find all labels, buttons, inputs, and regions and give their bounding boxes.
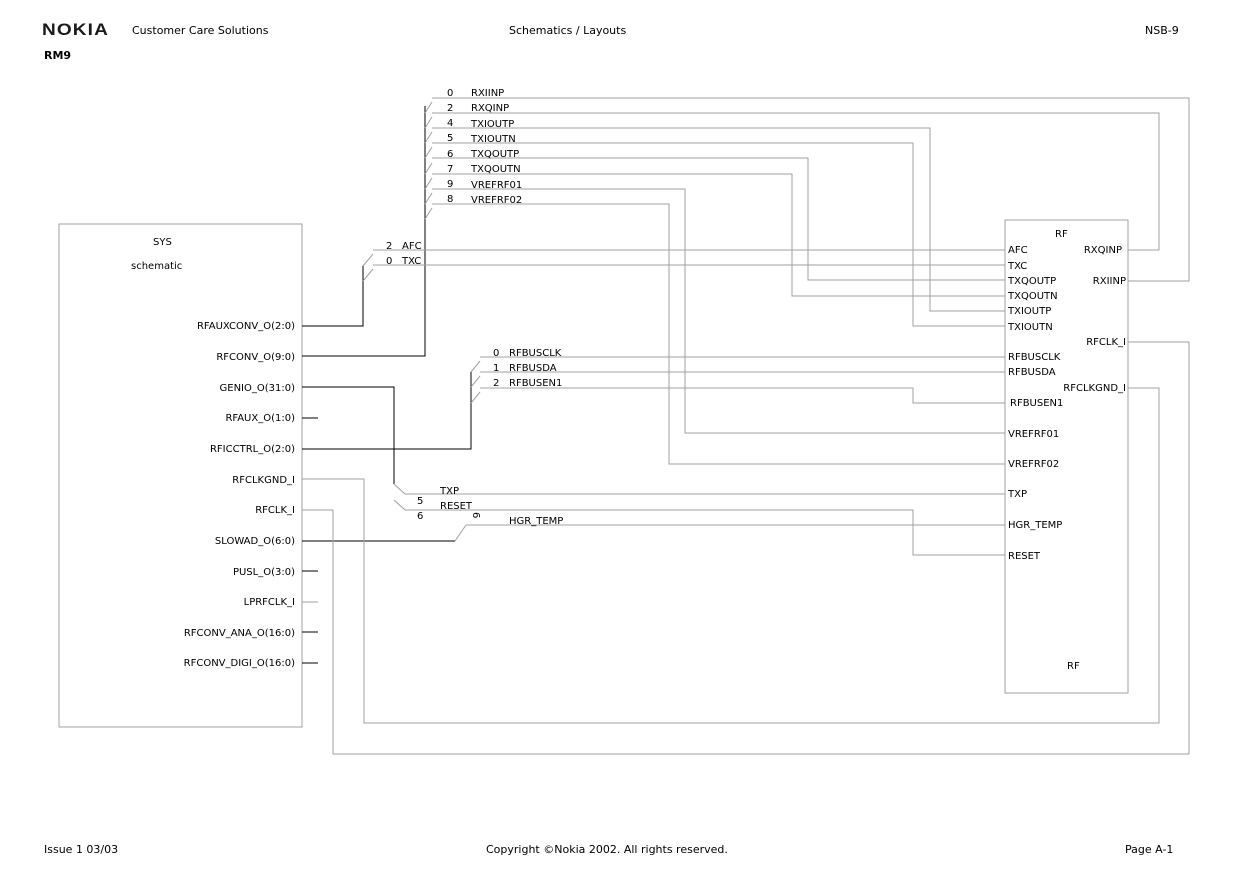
slowad-bus-labels: 6 HGR_TEMP: [470, 512, 563, 527]
sys-port-label: RFCONV_ANA_O(16:0): [184, 628, 295, 639]
net-label: VREFRF02: [471, 195, 522, 206]
sys-port-stubs: [302, 417, 318, 664]
net-label: TXQOUTN: [470, 164, 521, 175]
footer-page-number: Page A-1: [1125, 843, 1174, 856]
sys-port-label: GENIO_O(31:0): [220, 383, 296, 394]
sys-port-label: RFICCTRL_O(2:0): [210, 444, 295, 455]
sys-block-subtitle: schematic: [131, 261, 182, 272]
header-left-title: Customer Care Solutions: [132, 24, 269, 37]
rf-port-label: RESET: [1008, 551, 1041, 562]
bus-rippers: [362, 101, 481, 542]
rf-port-label: VREFRF01: [1008, 429, 1059, 440]
header-right-code: NSB-9: [1145, 24, 1179, 37]
rf-port-label: RXQINP: [1084, 245, 1122, 256]
rf-port-label: AFC: [1008, 245, 1028, 256]
sys-port-label: RFAUXCONV_O(2:0): [197, 321, 295, 332]
bus-bit-label: 6: [417, 511, 423, 522]
net-label: HGR_TEMP: [509, 516, 563, 527]
rfauxconv-bus-labels: 2 AFC 0 TXC: [386, 241, 422, 267]
bus-bit-label: 5: [447, 133, 453, 144]
sys-block: [58, 223, 303, 728]
footer-issue: Issue 1 03/03: [44, 843, 119, 856]
sys-port-label: LPRFCLK_I: [244, 597, 295, 608]
net-label: AFC: [402, 241, 422, 252]
sys-port-label: PUSL_O(3:0): [233, 567, 295, 578]
bus-bit-label: 7: [447, 164, 453, 175]
rf-port-label: RFBUSEN1: [1010, 398, 1063, 409]
net-label: RXIINP: [471, 88, 504, 99]
bus-bit-label: 5: [417, 496, 423, 507]
rf-port-label: RXIINP: [1093, 276, 1126, 287]
bus-bit-label: 2: [386, 241, 392, 252]
sys-port-label: RFCLK_I: [255, 505, 295, 516]
net-label: TXP: [439, 486, 459, 497]
sys-port-label: RFCONV_DIGI_O(16:0): [184, 658, 295, 669]
net-label: VREFRF01: [471, 180, 522, 191]
rf-port-label: TXIOUTP: [1007, 306, 1051, 317]
nokia-logo: NOKIA: [42, 20, 109, 39]
net-label: TXIOUTN: [470, 134, 516, 145]
rf-block-footer-label: RF: [1067, 661, 1080, 672]
rf-port-label: TXP: [1007, 489, 1027, 500]
bus-bit-label: 6: [447, 149, 453, 160]
signal-wires: [302, 97, 1190, 755]
bus-bit-label: 0: [386, 256, 392, 267]
net-label: RESET: [440, 501, 473, 512]
rf-port-label: HGR_TEMP: [1008, 520, 1062, 531]
footer-copyright: Copyright ©Nokia 2002. All rights reserv…: [486, 843, 728, 856]
bus-lines: [302, 106, 472, 542]
sys-port-label: RFCONV_O(9:0): [216, 352, 295, 363]
net-label: RXQINP: [471, 103, 509, 114]
net-label: RFBUSEN1: [509, 378, 562, 389]
bus-bit-label: 4: [447, 118, 453, 129]
rfconv-bus-labels: 0 RXIINP 2 RXQINP 4 TXIOUTP 5 TXIOUTN 6 …: [447, 88, 522, 206]
rficctrl-bus-labels: 0 RFBUSCLK 1 RFBUSDA 2 RFBUSEN1: [493, 348, 562, 389]
net-label: TXC: [401, 256, 421, 267]
header-center-title: Schematics / Layouts: [509, 24, 627, 37]
net-label: RFBUSDA: [509, 363, 557, 374]
rf-port-label: RFCLK_I: [1086, 337, 1126, 348]
bus-bit-label: 6: [470, 512, 481, 518]
sys-block-title: SYS: [153, 237, 172, 248]
rf-block: [1004, 219, 1129, 694]
rf-port-label: TXQOUTN: [1007, 291, 1058, 302]
net-label: TXQOUTP: [470, 149, 519, 160]
bus-bit-label: 8: [447, 194, 453, 205]
genio-bus-labels: 5 TXP 6 RESET: [417, 486, 473, 522]
sys-port-label: RFAUX_O(1:0): [225, 413, 295, 424]
rf-port-label: TXQOUTP: [1007, 276, 1056, 287]
bus-bit-label: 0: [447, 88, 453, 99]
rf-port-label: TXC: [1007, 261, 1027, 272]
rf-port-label: RFBUSDA: [1008, 367, 1056, 378]
bus-bit-label: 1: [493, 363, 499, 374]
sys-port-label: RFCLKGND_I: [232, 475, 295, 486]
net-label: RFBUSCLK: [509, 348, 562, 359]
rf-port-label: RFCLKGND_I: [1063, 383, 1126, 394]
sys-port-label: SLOWAD_O(6:0): [215, 536, 295, 547]
rf-port-label: TXIOUTN: [1007, 322, 1053, 333]
rf-port-label: VREFRF02: [1008, 459, 1059, 470]
bus-bit-label: 2: [493, 378, 499, 389]
bus-bit-label: 2: [447, 103, 453, 114]
bus-bit-label: 9: [447, 179, 453, 190]
rf-port-label: RFBUSCLK: [1008, 352, 1061, 363]
rf-block-title: RF: [1055, 229, 1068, 240]
model-label: RM9: [44, 49, 72, 62]
net-label: TXIOUTP: [470, 119, 514, 130]
bus-bit-label: 0: [493, 348, 499, 359]
